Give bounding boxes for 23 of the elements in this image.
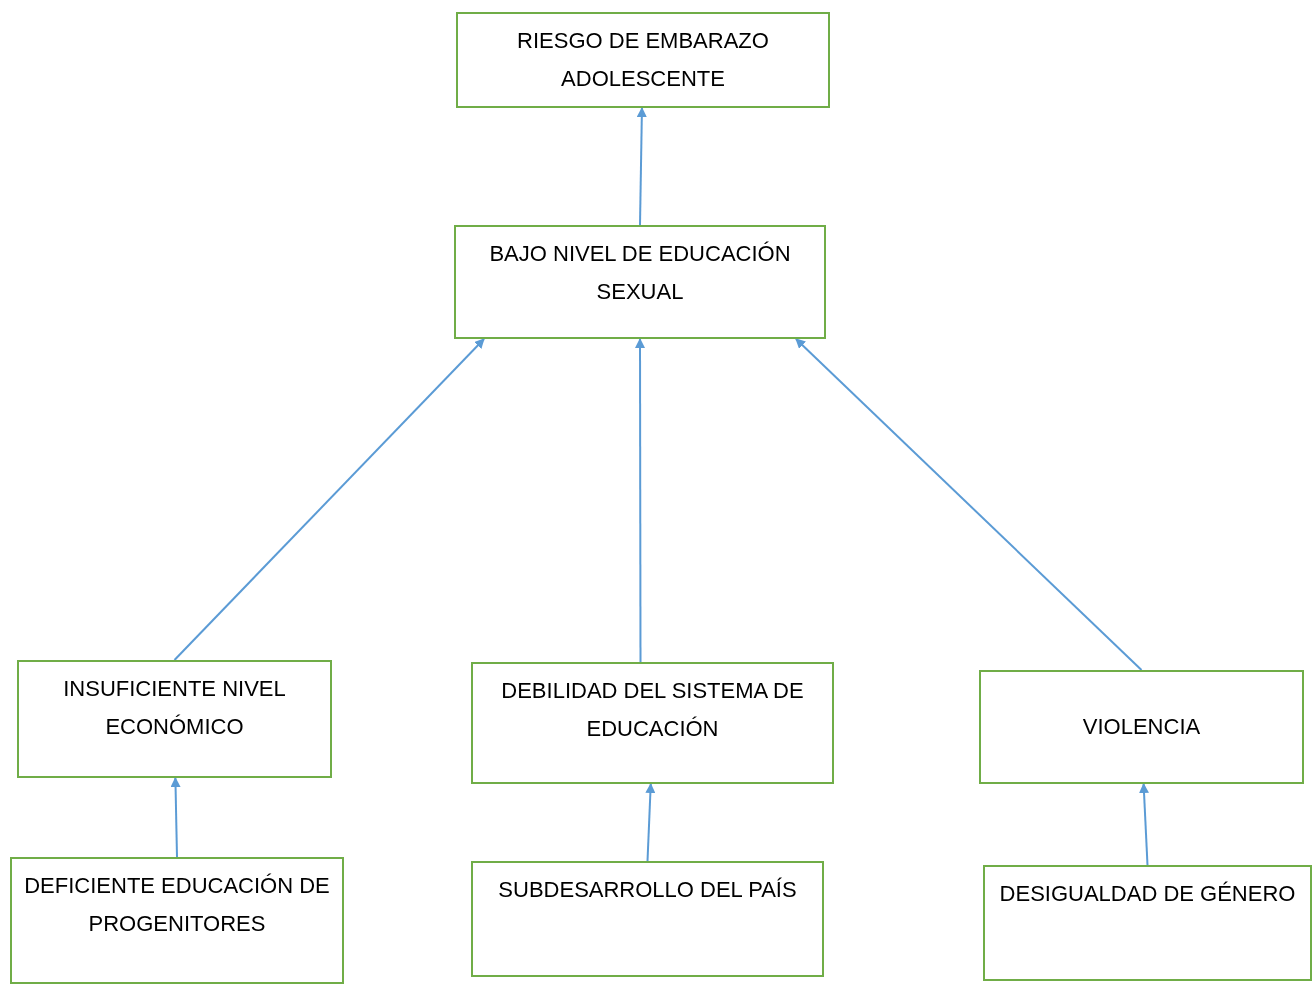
arrow (173, 338, 485, 661)
cause-box (471, 662, 834, 784)
arrow (636, 107, 647, 226)
cause-box (979, 670, 1304, 784)
box-label: RIESGO DE EMBARAZO ADOLESCENTE (516, 27, 770, 93)
cause-box (456, 12, 830, 108)
box-label: VIOLENCIA (1082, 713, 1201, 741)
cause-box (17, 660, 332, 778)
arrow (795, 338, 1143, 671)
box-label: INSUFICIENTE NIVEL ECONÓMICO (62, 675, 287, 741)
arrow (1139, 783, 1150, 866)
box-label: BAJO NIVEL DE EDUCACIÓN SEXUAL (488, 240, 792, 306)
cause-box (983, 865, 1312, 981)
arrow (645, 783, 656, 862)
box-label: DESIGUALDAD DE GÉNERO (999, 880, 1296, 908)
box-label: DEBILIDAD DEL SISTEMA DE EDUCACIÓN (500, 677, 805, 743)
cause-box (454, 225, 826, 339)
cause-box (10, 857, 344, 984)
cause-box (471, 861, 824, 977)
box-label: SUBDESARROLLO DEL PAÍS (498, 876, 797, 904)
box-label: DEFICIENTE EDUCACIÓN DE PROGENITORES (23, 872, 331, 938)
arrow (635, 338, 645, 663)
arrow (170, 777, 181, 858)
